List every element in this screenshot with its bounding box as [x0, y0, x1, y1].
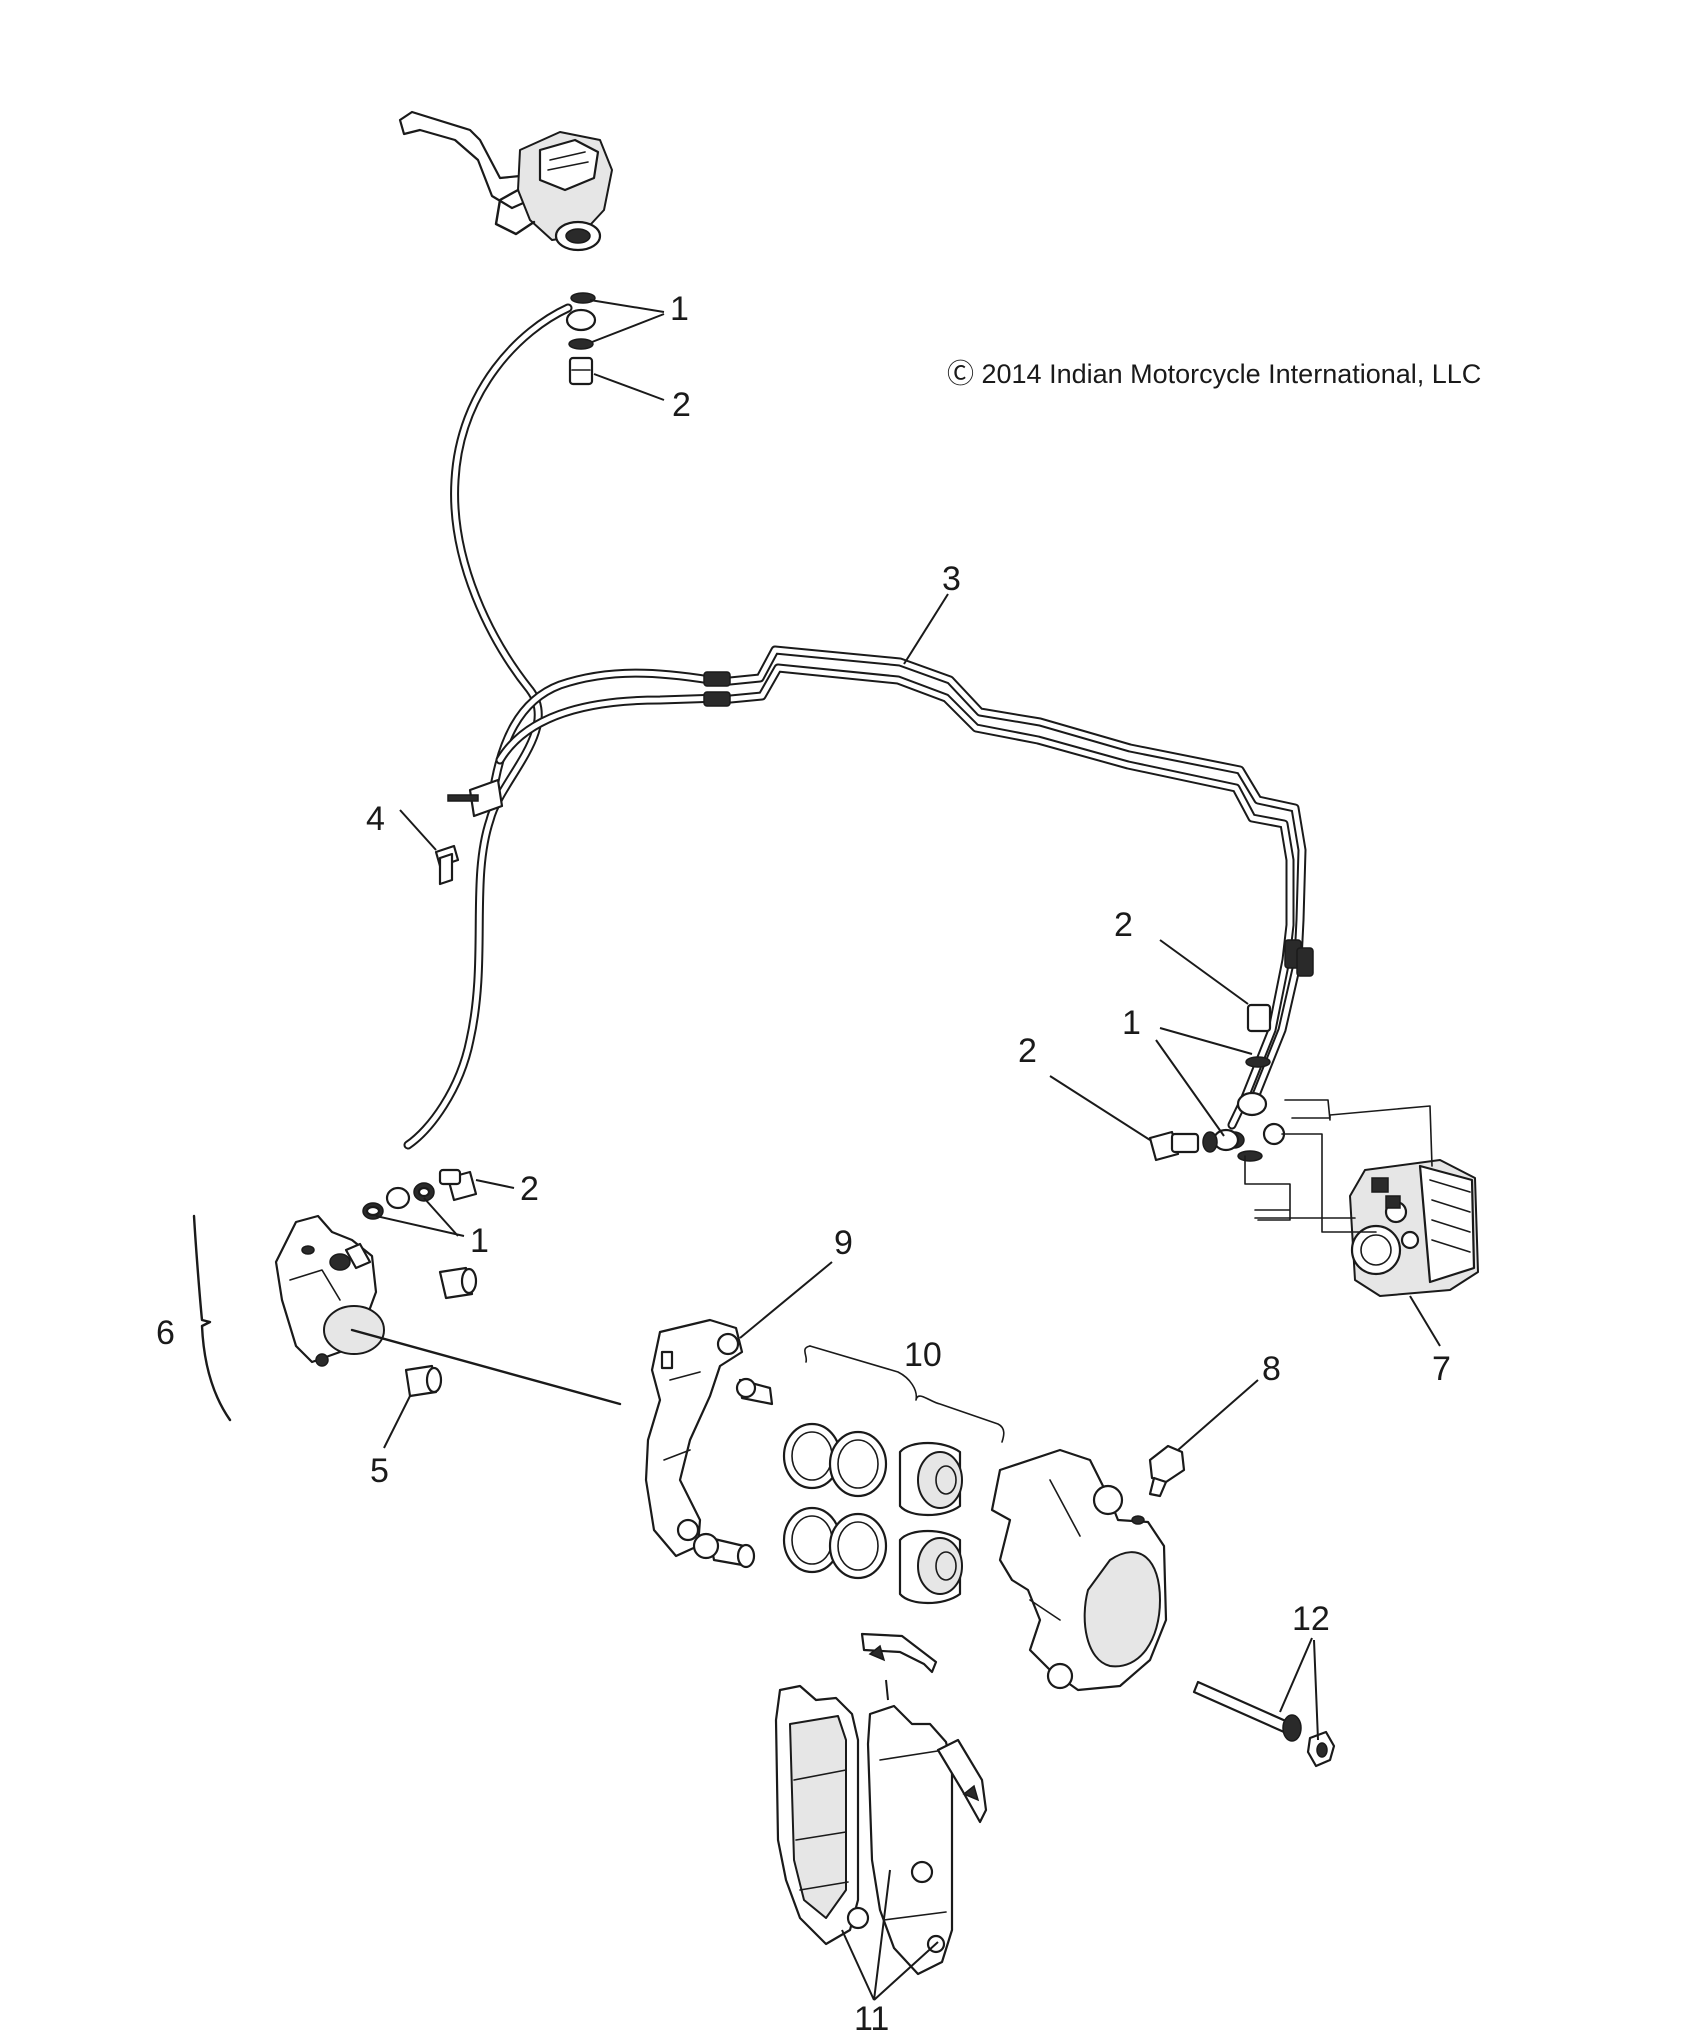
- callout-1-left: 1: [470, 1222, 489, 1260]
- callout-3: 3: [942, 560, 961, 598]
- copyright-notice: Ⓒ 2014 Indian Motorcycle International, …: [947, 359, 1481, 389]
- abs-modulator: [1244, 1099, 1479, 1297]
- caliper-pin-and-nut: [1192, 1680, 1336, 1768]
- callout-1-right: 1: [1122, 1004, 1141, 1042]
- right-banjo-fittings: [1148, 1003, 1286, 1162]
- master-cylinder-lever: [398, 110, 613, 252]
- callout-leader-lines: [375, 299, 1441, 2001]
- callout-2-right-upper: 2: [1114, 906, 1133, 944]
- upper-banjo-fittings: [565, 292, 597, 386]
- callout-11: 11: [854, 2000, 889, 2033]
- callout-1-top: 1: [670, 290, 689, 328]
- callout-4: 4: [366, 800, 385, 838]
- callout-7: 7: [1432, 1350, 1451, 1388]
- callout-2-top: 2: [672, 386, 691, 424]
- callout-12: 12: [1292, 1600, 1330, 1638]
- callout-2-left: 2: [520, 1170, 539, 1208]
- callout-2-right-lower: 2: [1018, 1032, 1037, 1070]
- callout-10: 10: [904, 1336, 942, 1374]
- callout-9: 9: [834, 1224, 853, 1262]
- callout-8: 8: [1262, 1350, 1281, 1388]
- hose-clamp-bolt: [434, 844, 460, 886]
- caliper-mount-bracket: [644, 1318, 774, 1569]
- piston-seal-kit: [782, 1345, 1005, 1604]
- brake-pads-and-clips: [774, 1632, 988, 1976]
- callout-5: 5: [370, 1452, 389, 1490]
- left-caliper-assembly: [192, 1168, 622, 1422]
- right-caliper-body: [990, 1448, 1168, 1692]
- brake-hose-lines: [403, 303, 1314, 1150]
- callout-6: 6: [156, 1314, 175, 1352]
- bleeder-valve: [1148, 1444, 1186, 1498]
